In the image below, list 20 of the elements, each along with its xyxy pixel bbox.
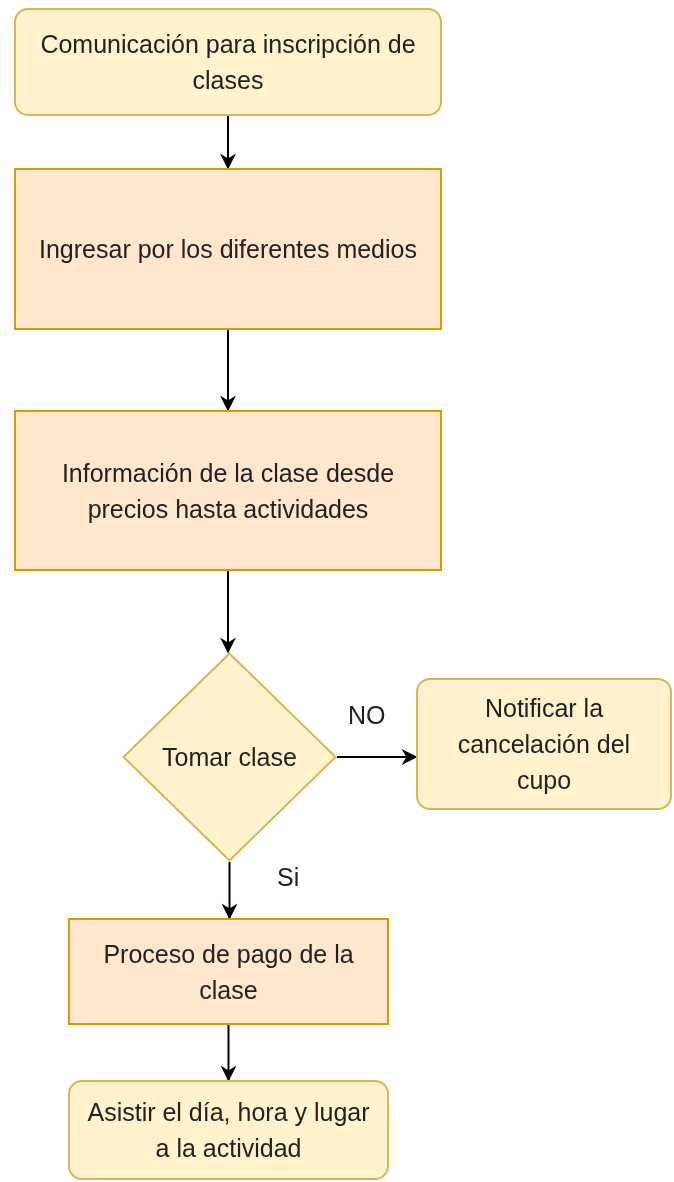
arrow bbox=[220, 329, 236, 412]
arrow bbox=[220, 570, 236, 654]
decision-diamond bbox=[122, 652, 337, 862]
node-text: Comunicación para inscripción de clases bbox=[39, 29, 417, 96]
process-box bbox=[14, 168, 442, 330]
arrow bbox=[220, 115, 236, 170]
arrow bbox=[336, 749, 418, 765]
rounded-box bbox=[14, 8, 442, 116]
node-text: Proceso de pago de la clase bbox=[102, 938, 355, 1006]
node-text: Información de la clase desde precios hasta actividades bbox=[60, 457, 396, 525]
node-text: Asistir el día, hora y lugar a la actividad bbox=[86, 1097, 371, 1164]
process-box bbox=[14, 410, 442, 571]
node-text: Tomar clase bbox=[161, 742, 298, 773]
arrow bbox=[221, 861, 238, 920]
arrow bbox=[220, 1024, 237, 1082]
rounded-box bbox=[416, 678, 672, 810]
rounded-box bbox=[68, 1080, 389, 1180]
process-box bbox=[68, 918, 389, 1025]
node-text: Ingresar por los diferentes medios bbox=[38, 234, 418, 265]
node-text: Notificar la cancelación del cupo bbox=[456, 693, 632, 796]
